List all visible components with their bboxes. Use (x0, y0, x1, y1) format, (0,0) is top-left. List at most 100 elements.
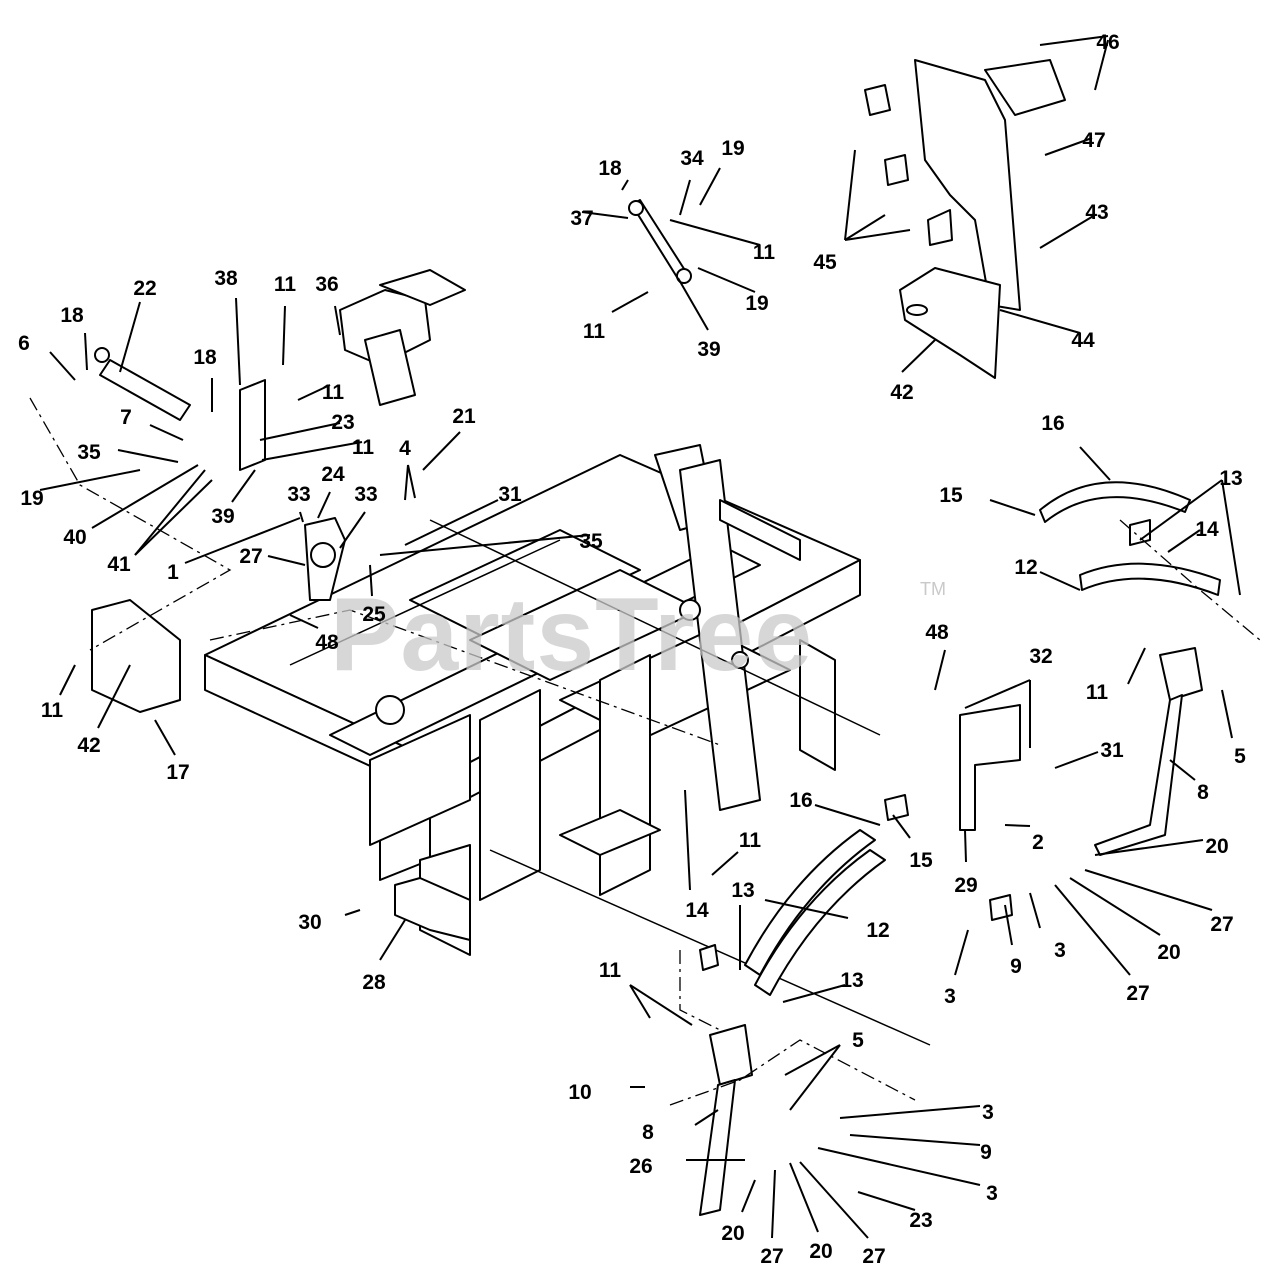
callout-14: 14 (1195, 518, 1219, 541)
leader-line (1167, 529, 1201, 553)
callout-11: 11 (41, 699, 64, 722)
callout-34: 34 (680, 147, 704, 170)
lower-control-lever (669, 794, 916, 1216)
callout-33: 33 (287, 483, 310, 506)
leader-line (407, 464, 416, 499)
leader-line (694, 1109, 719, 1126)
callout-5: 5 (1234, 745, 1246, 768)
leader-line (334, 305, 341, 336)
leader-line (849, 1134, 981, 1146)
callout-20: 20 (721, 1222, 744, 1245)
leader-line (59, 664, 76, 696)
leader-line (134, 469, 206, 556)
callout-10: 10 (568, 1081, 591, 1104)
leader-line (1044, 137, 1093, 156)
callout-33: 33 (354, 483, 377, 506)
leader-line (784, 1044, 841, 1076)
left-linkage-assembly (29, 269, 721, 746)
leader-line (282, 305, 286, 366)
callout-44: 44 (1071, 329, 1095, 352)
leader-line (422, 431, 461, 471)
right-control-lever (959, 481, 1261, 856)
leader-line (154, 719, 176, 756)
leader-line (621, 179, 629, 191)
callout-42: 42 (77, 734, 100, 757)
leader-line (289, 614, 319, 629)
callout-20: 20 (1205, 835, 1228, 858)
leader-line (679, 179, 691, 216)
callout-18: 18 (598, 157, 622, 180)
leader-line (1054, 751, 1099, 769)
leader-line (1069, 877, 1161, 936)
callout-12: 12 (1014, 556, 1037, 579)
leader-line (964, 679, 1031, 709)
leader-line (1139, 479, 1223, 541)
leader-line (1221, 479, 1241, 596)
pedal-bracket-assembly (864, 59, 1066, 379)
callout-27: 27 (760, 1245, 783, 1268)
callout-24: 24 (321, 463, 345, 486)
callout-26: 26 (629, 1155, 652, 1178)
callout-45: 45 (813, 251, 837, 274)
callout-27: 27 (862, 1245, 885, 1268)
leader-line (235, 297, 241, 386)
leader-line (1039, 571, 1081, 591)
leader-line (817, 1147, 981, 1186)
callout-16: 16 (1041, 412, 1064, 435)
leader-line (39, 469, 141, 491)
small-linkage (628, 199, 692, 284)
callout-32: 32 (1029, 645, 1052, 668)
leader-line (97, 664, 131, 729)
callout-19: 19 (20, 487, 43, 510)
callout-23: 23 (909, 1209, 932, 1232)
leader-line (1094, 839, 1204, 856)
callout-12: 12 (866, 919, 889, 942)
leader-line (839, 1105, 981, 1119)
callout-5: 5 (852, 1029, 864, 1052)
watermark-trademark: TM (920, 579, 946, 599)
callout-3: 3 (944, 985, 956, 1008)
leader-line (844, 149, 856, 241)
callout-6: 6 (18, 332, 30, 355)
leader-line (789, 1044, 841, 1111)
leader-line (184, 517, 301, 564)
leader-line (317, 491, 331, 519)
leader-line (134, 479, 213, 556)
callout-20: 20 (809, 1240, 832, 1263)
leader-line (789, 1162, 819, 1233)
leader-line (629, 984, 693, 1026)
callout-29: 29 (954, 874, 977, 897)
leader-line (344, 909, 361, 916)
leader-line (84, 332, 88, 371)
callout-1: 1 (167, 561, 179, 584)
callout-41: 41 (107, 553, 131, 576)
leader-line (1221, 689, 1233, 739)
callout-11: 11 (322, 381, 345, 404)
leader-line (259, 422, 341, 441)
leader-line (299, 511, 304, 523)
leader-line (149, 424, 184, 441)
leader-line (799, 1161, 869, 1239)
callout-19: 19 (745, 292, 768, 315)
leader-line (1004, 824, 1031, 827)
callout-13: 13 (840, 969, 863, 992)
leader-line (844, 229, 911, 241)
leader-line (814, 804, 881, 826)
leader-line (611, 291, 649, 313)
callout-20: 20 (1157, 941, 1180, 964)
leader-line (1054, 884, 1131, 976)
callout-11: 11 (753, 241, 776, 264)
leader-line (989, 499, 1036, 516)
leader-lines (39, 35, 1241, 1239)
callout-16: 16 (789, 789, 812, 812)
callout-47: 47 (1082, 129, 1105, 152)
leader-line (379, 919, 406, 961)
callout-17: 17 (166, 761, 189, 784)
callout-9: 9 (1010, 955, 1022, 978)
callout-14: 14 (685, 899, 709, 922)
callout-11: 11 (599, 959, 622, 982)
leader-line (699, 167, 721, 206)
callout-3: 3 (986, 1182, 998, 1205)
